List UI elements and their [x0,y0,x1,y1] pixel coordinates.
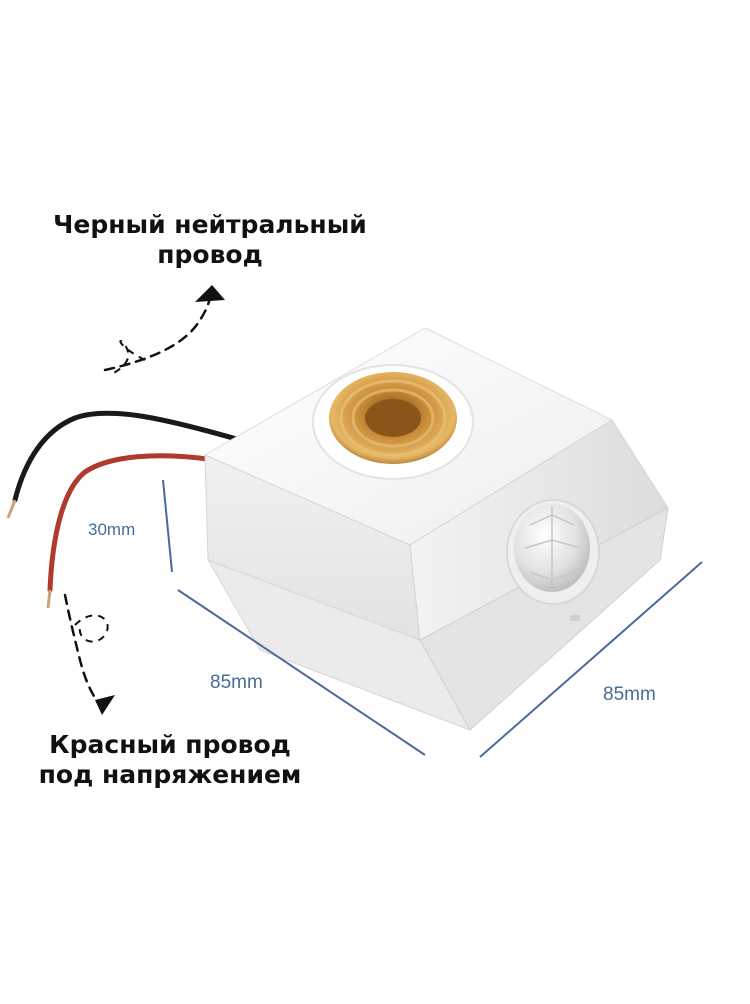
black-wire-label: Черный нейтральный провод [30,210,390,269]
red-wire-arrow [63,593,115,715]
e27-lamp-socket [312,364,474,480]
label-line: Красный провод [49,730,291,759]
arrowhead-down-icon [95,695,115,715]
side-length-label: 85mm [603,684,656,705]
label-line: Черный нейтральный [53,210,367,239]
label-line: под напряжением [38,759,302,789]
front-length-label: 85mm [210,672,263,693]
height-dimension-line [162,479,173,573]
side-dimension-line [479,561,703,758]
label-line: провод [157,239,263,269]
dimension-lines [162,479,703,758]
front-dimension-line [177,589,426,756]
motion-sensor-lens [506,499,600,605]
arrowhead-up-icon [195,285,225,302]
red-wire [46,453,218,609]
black-wire [6,410,243,519]
red-wire-label: Красный провод под напряжением [20,730,320,789]
height-dimension-label: 30mm [88,520,136,539]
black-wire-arrow [103,285,225,376]
